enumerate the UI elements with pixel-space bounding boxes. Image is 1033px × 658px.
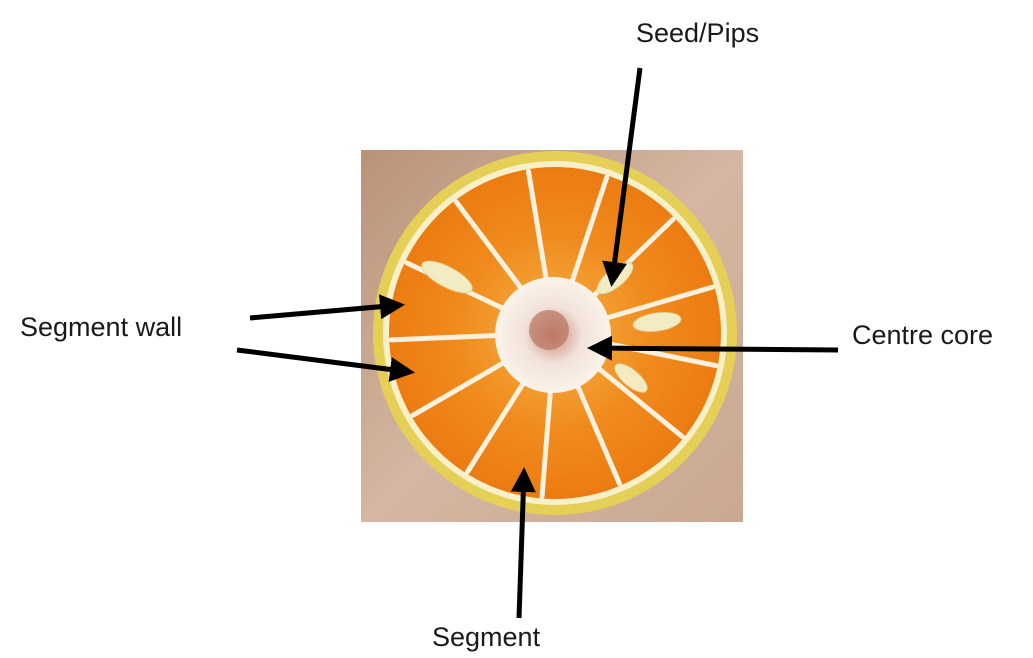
- segment-wall-label: Segment wall: [20, 314, 182, 341]
- centre-core-label: Centre core: [852, 322, 993, 349]
- orange-cross-section-image: [361, 150, 743, 522]
- segment-label: Segment: [432, 624, 540, 651]
- core-center: [529, 310, 569, 350]
- seed-label: Seed/Pips: [636, 20, 759, 47]
